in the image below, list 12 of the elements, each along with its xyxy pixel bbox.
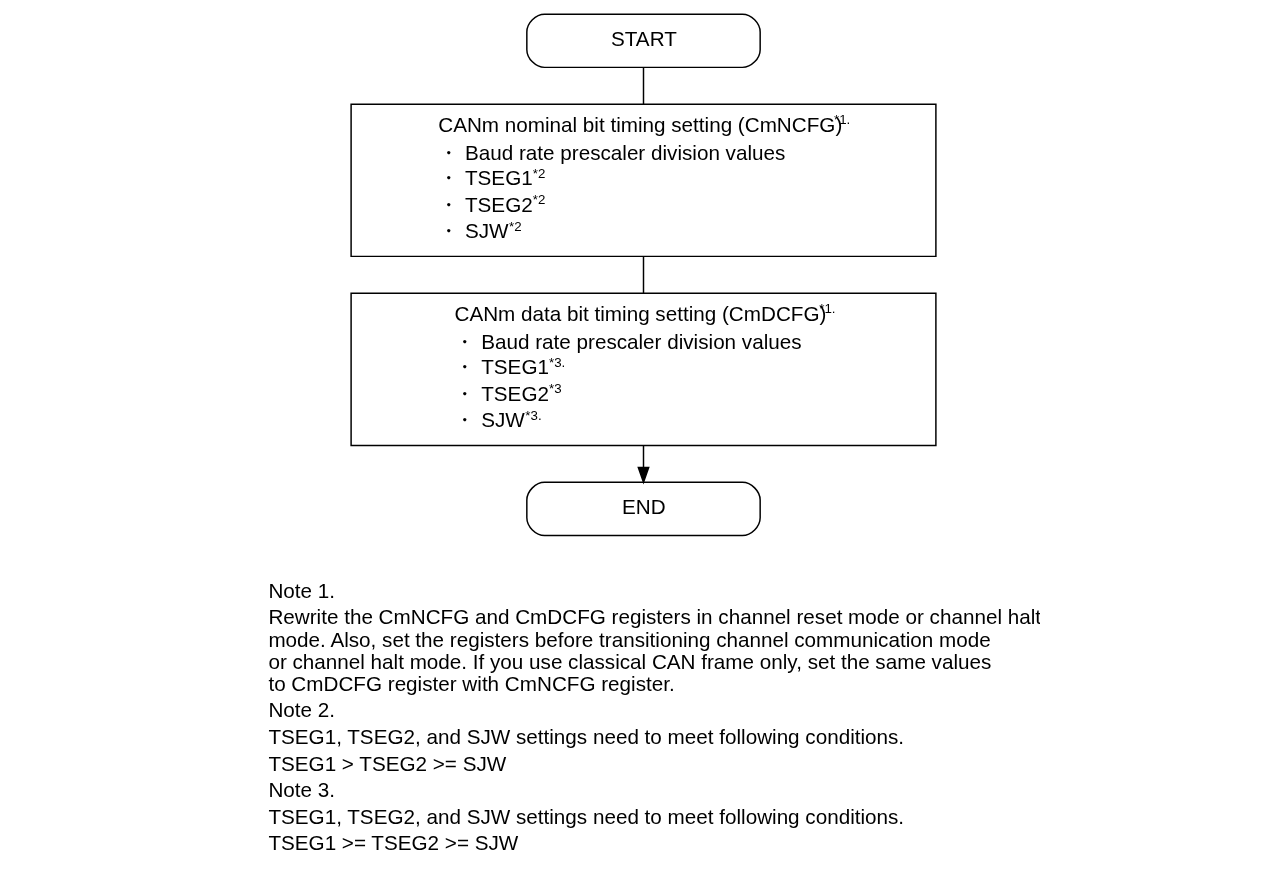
- label: TSEG1 > TSEG2 >= SJW: [267, 751, 506, 775]
- label: TSEG1 >= TSEG2 >= SJW: [267, 831, 518, 855]
- node-box: END: [525, 481, 761, 537]
- label: Note 1.: [267, 578, 335, 602]
- label: Note 3.: [267, 778, 335, 802]
- arrow: [636, 444, 650, 485]
- label: TSEG1, TSEG2, and SJW settings need to meet following conditions.: [267, 804, 904, 828]
- label: Note 2.: [267, 698, 335, 722]
- label: TSEG1, TSEG2, and SJW settings need to meet following conditions.: [267, 725, 904, 748]
- connector: [642, 67, 644, 105]
- connector: [642, 255, 644, 294]
- node-box: START: [525, 13, 761, 69]
